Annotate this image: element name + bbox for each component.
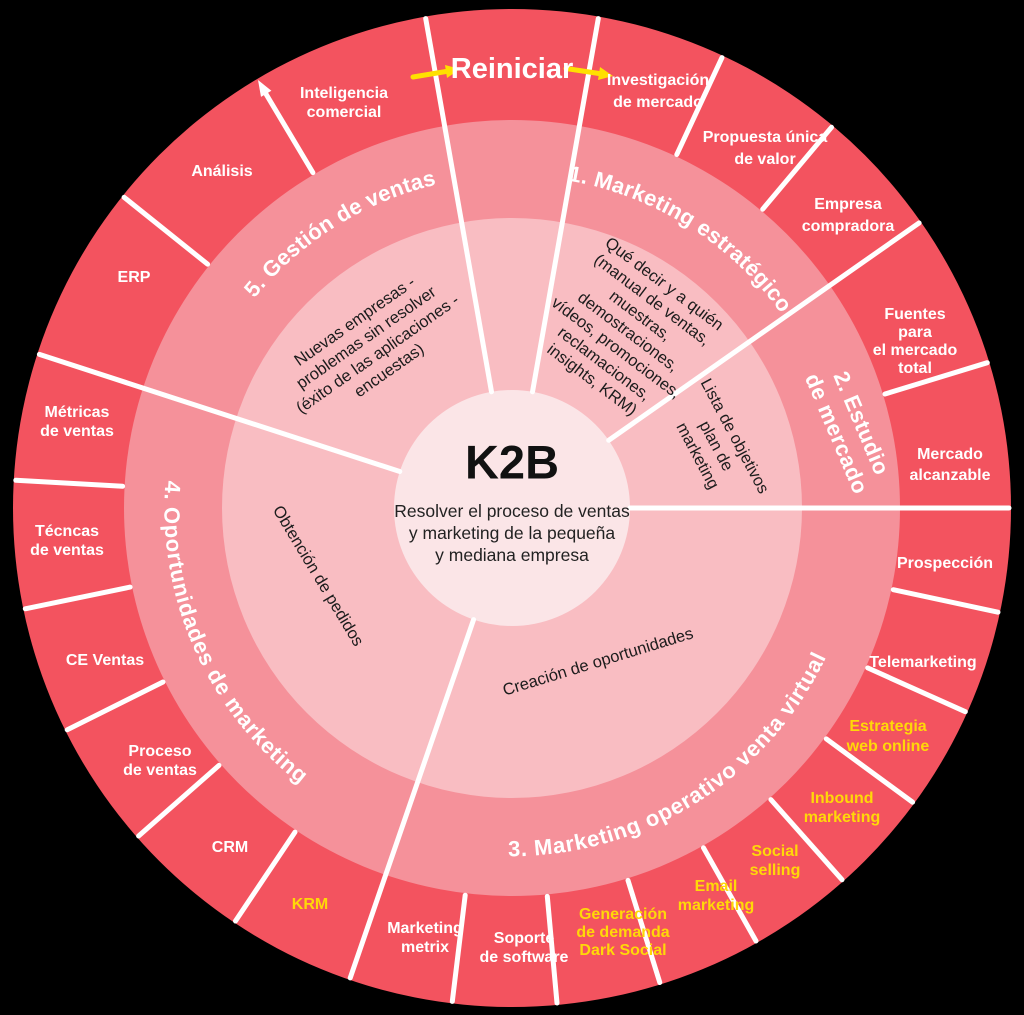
segment-divider xyxy=(625,877,663,985)
segment-label-analisis: Análisis xyxy=(191,163,252,180)
segment-divider-lines xyxy=(13,55,1001,1006)
center-circle xyxy=(394,390,630,626)
segment-divider xyxy=(136,762,222,839)
segment-divider xyxy=(22,584,133,612)
segment-divider xyxy=(674,55,725,157)
divider-section-1-2 xyxy=(606,220,922,443)
segment-divider xyxy=(121,194,211,267)
restart-arrow-right-head-icon xyxy=(598,67,613,80)
segment-label-krm: KRM xyxy=(292,896,328,913)
segment-divider-arrow-line xyxy=(263,91,316,176)
segment-divider xyxy=(890,587,1001,615)
segment-label-telemarketing: Telemarketing xyxy=(869,654,976,671)
segment-divider xyxy=(865,665,968,715)
segment-label-crm: CRM xyxy=(212,839,248,856)
segment-divider xyxy=(701,845,759,944)
segment-divider xyxy=(823,736,916,805)
restart-label: Reiniciar xyxy=(451,53,574,85)
segment-divider xyxy=(13,477,126,489)
restart-arrow-left-head-icon xyxy=(445,65,460,78)
segment-divider xyxy=(233,829,298,924)
section-divider-lines xyxy=(36,16,1012,981)
restart-arrow-right xyxy=(563,66,602,76)
segment-label-ce-ventas: CE Ventas xyxy=(66,652,144,669)
segment-divider xyxy=(64,679,166,733)
divider-restart-right xyxy=(530,16,601,395)
segment-divider xyxy=(544,893,560,1006)
divider-restart-left xyxy=(423,16,494,395)
segment-divider xyxy=(768,797,845,883)
center-brand-title: K2B xyxy=(465,436,559,489)
restart-arrows xyxy=(410,65,613,80)
divider-section-3-4 xyxy=(347,617,477,981)
outward-arrowhead-icon xyxy=(258,80,272,97)
rings xyxy=(13,9,1011,1007)
segment-divider xyxy=(760,124,834,212)
segment-label-erp: ERP xyxy=(118,269,151,286)
restart-arrow-left xyxy=(410,69,449,80)
segment-label-prospeccion: Prospección xyxy=(897,555,993,572)
divider-section-4-5 xyxy=(36,351,403,474)
segment-divider xyxy=(882,360,990,397)
segment-divider xyxy=(449,892,468,1004)
